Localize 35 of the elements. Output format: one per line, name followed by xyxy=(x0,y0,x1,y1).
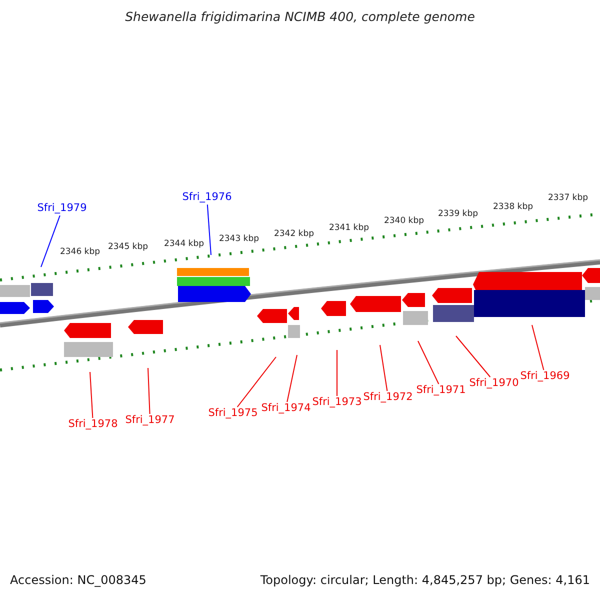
gene-label: Sfri_1971 xyxy=(416,385,466,397)
accession-text: Accession: NC_008345 xyxy=(10,574,146,588)
leader-line xyxy=(336,350,338,396)
gene-label: Sfri_1976 xyxy=(182,192,232,204)
title: Shewanella frigidimarina NCIMB 400, complete genome xyxy=(125,10,475,24)
leader-line xyxy=(380,344,388,392)
leader-line xyxy=(532,324,544,370)
leader-line xyxy=(236,356,276,408)
scale-label: 2339 kbp xyxy=(438,210,478,220)
leader-line xyxy=(418,340,440,384)
gene-label: Sfri_1979 xyxy=(37,203,87,215)
gene-label: Sfri_1972 xyxy=(363,392,413,404)
gene-label: Sfri_1970 xyxy=(469,378,519,390)
scale-label: 2338 kbp xyxy=(492,203,534,212)
scale-label: 2337 kbp xyxy=(548,194,588,204)
gene-label: Sfri_1977 xyxy=(125,415,175,427)
gene-label: Sfri_1969 xyxy=(520,371,570,383)
scale-label: 2346 kbp xyxy=(60,248,100,258)
leader-line xyxy=(148,368,150,414)
scale-label: 2341 kbp xyxy=(328,224,370,234)
leader-line xyxy=(206,204,212,256)
gene-label: Sfri_1978 xyxy=(68,419,118,431)
scale-label: 2344 kbp xyxy=(164,240,204,250)
scale-label: 2345 kbp xyxy=(108,243,148,252)
gene-label: Sfri_1975 xyxy=(208,408,258,420)
scale-label: 2343 kbp xyxy=(218,235,260,244)
gene-label: Sfri_1973 xyxy=(312,397,362,409)
gene-label: Sfri_1974 xyxy=(261,403,311,415)
leader-line xyxy=(456,336,491,378)
leader-line xyxy=(90,372,94,418)
scale-label: 2340 kbp xyxy=(384,217,424,226)
leader-line xyxy=(40,215,60,268)
scale-label: 2342 kbp xyxy=(274,230,314,240)
genome-info-text: Topology: circular; Length: 4,845,257 bp; Genes: 4,161 xyxy=(260,574,590,588)
leader-line xyxy=(286,354,298,402)
